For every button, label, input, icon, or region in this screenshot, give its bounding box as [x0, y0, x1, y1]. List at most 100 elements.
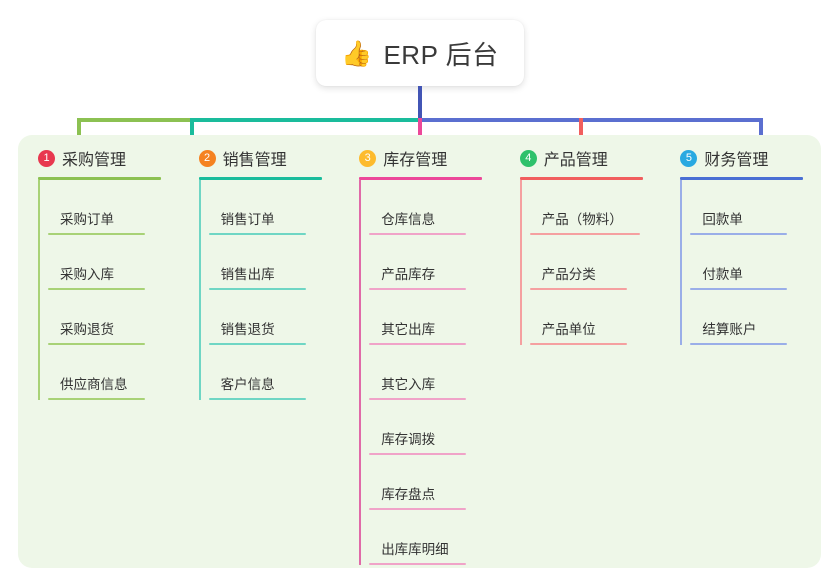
module-title: 库存管理: [383, 152, 448, 169]
module-item-list: 回款单 付款单 结算账户: [680, 180, 821, 345]
list-item[interactable]: 产品（物料）: [529, 180, 661, 235]
list-item-underline: [208, 343, 306, 345]
module-title: 销售管理: [222, 152, 287, 169]
list-item[interactable]: 销售出库: [208, 235, 340, 290]
module-column-finance: 5 财务管理 回款单 付款单 结算账户: [660, 135, 821, 568]
module-number-badge: 4: [519, 149, 537, 167]
list-item-underline: [369, 343, 467, 345]
module-title: 财务管理: [704, 152, 769, 169]
module-item-list: 采购订单 采购入库 采购退货 供应商信息: [38, 180, 179, 400]
root-node[interactable]: 👍 ERP 后台: [316, 20, 524, 86]
module-underline: [359, 177, 483, 180]
module-header[interactable]: 3 库存管理: [359, 135, 500, 175]
list-item-label: 产品（物料）: [541, 212, 623, 227]
list-item[interactable]: 采购入库: [48, 235, 179, 290]
module-trunk-line: [198, 180, 201, 400]
list-item[interactable]: 仓库信息: [369, 180, 500, 235]
module-column-sales: 2 销售管理 销售订单 销售出库 销售退货 客户信息: [179, 135, 340, 568]
module-number-badge: 1: [38, 149, 55, 167]
module-trunk-line: [519, 180, 522, 345]
list-item[interactable]: 其它出库: [369, 290, 500, 345]
list-item-label: 供应商信息: [60, 377, 128, 392]
root-title: ERP 后台: [383, 39, 499, 70]
list-item-label: 产品单位: [541, 322, 596, 337]
module-column-product: 4 产品管理 产品（物料） 产品分类 产品单位: [500, 135, 661, 568]
list-item-underline: [369, 288, 467, 290]
list-item-label: 销售订单: [220, 212, 275, 227]
list-item[interactable]: 库存调拨: [369, 400, 500, 455]
list-item[interactable]: 其它入库: [369, 345, 500, 400]
list-item-label: 采购退货: [60, 322, 114, 337]
module-item-list: 仓库信息 产品库存 其它出库 其它入库 库存调拨: [359, 180, 500, 565]
module-underline: [38, 177, 161, 180]
module-header[interactable]: 1 采购管理: [38, 135, 179, 175]
module-trunk-line: [38, 180, 40, 400]
list-item-label: 出库库明细: [381, 542, 449, 557]
list-item[interactable]: 供应商信息: [48, 345, 179, 400]
list-item-label: 客户信息: [220, 377, 275, 392]
list-item[interactable]: 产品单位: [529, 290, 661, 345]
list-item-underline: [369, 453, 467, 455]
list-item-underline: [690, 343, 788, 345]
list-item-underline: [48, 288, 145, 290]
list-item[interactable]: 产品库存: [369, 235, 500, 290]
list-item-label: 销售退货: [220, 322, 275, 337]
list-item-underline: [48, 233, 145, 235]
module-title: 采购管理: [62, 152, 127, 169]
module-item-list: 销售订单 销售出库 销售退货 客户信息: [198, 180, 340, 400]
list-item-label: 回款单: [702, 212, 743, 227]
list-item-underline: [529, 233, 640, 235]
list-item-underline: [208, 398, 306, 400]
list-item[interactable]: 采购退货: [48, 290, 179, 345]
modules-panel: [18, 135, 821, 568]
module-number-badge: 2: [198, 149, 216, 167]
list-item-label: 采购入库: [60, 267, 114, 282]
list-item-label: 仓库信息: [381, 212, 436, 227]
list-item-label: 付款单: [702, 267, 743, 282]
list-item-label: 结算账户: [702, 322, 757, 337]
list-item-label: 其它出库: [381, 322, 436, 337]
list-item-label: 销售出库: [220, 267, 275, 282]
module-underline: [519, 177, 643, 180]
module-number-badge: 5: [680, 149, 698, 167]
module-underline: [198, 177, 322, 180]
list-item-underline: [369, 398, 467, 400]
list-item-label: 库存调拨: [381, 432, 436, 447]
list-item-underline: [208, 288, 306, 290]
list-item-label: 其它入库: [381, 377, 436, 392]
list-item[interactable]: 销售订单: [208, 180, 340, 235]
list-item[interactable]: 库存盘点: [369, 455, 500, 510]
module-trunk-line: [680, 180, 683, 345]
list-item-underline: [690, 233, 788, 235]
list-item-underline: [369, 233, 467, 235]
module-header[interactable]: 5 财务管理: [680, 135, 821, 175]
list-item[interactable]: 销售退货: [208, 290, 340, 345]
list-item-label: 采购订单: [60, 212, 114, 227]
list-item[interactable]: 出库库明细: [369, 510, 500, 565]
list-item-underline: [208, 233, 306, 235]
module-underline: [680, 177, 804, 180]
list-item-label: 产品分类: [541, 267, 596, 282]
list-item[interactable]: 结算账户: [690, 290, 821, 345]
list-item[interactable]: 产品分类: [529, 235, 661, 290]
module-header[interactable]: 4 产品管理: [519, 135, 661, 175]
list-item-label: 库存盘点: [381, 487, 436, 502]
module-title: 产品管理: [543, 152, 608, 169]
list-item-label: 产品库存: [381, 267, 436, 282]
module-item-list: 产品（物料） 产品分类 产品单位: [519, 180, 661, 345]
list-item-underline: [529, 288, 627, 290]
module-column-purchasing: 1 采购管理 采购订单 采购入库 采购退货 供应商信: [18, 135, 179, 568]
thumbs-up-icon: 👍: [341, 38, 373, 68]
list-item-underline: [369, 563, 467, 565]
list-item-underline: [48, 343, 145, 345]
list-item[interactable]: 付款单: [690, 235, 821, 290]
module-number-badge: 3: [359, 149, 377, 167]
module-trunk-line: [359, 180, 362, 565]
module-column-inventory: 3 库存管理 仓库信息 产品库存 其它出库 其它入库: [339, 135, 500, 568]
list-item-underline: [48, 398, 145, 400]
list-item[interactable]: 回款单: [690, 180, 821, 235]
list-item[interactable]: 采购订单: [48, 180, 179, 235]
list-item-underline: [529, 343, 627, 345]
list-item[interactable]: 客户信息: [208, 345, 340, 400]
module-header[interactable]: 2 销售管理: [198, 135, 340, 175]
